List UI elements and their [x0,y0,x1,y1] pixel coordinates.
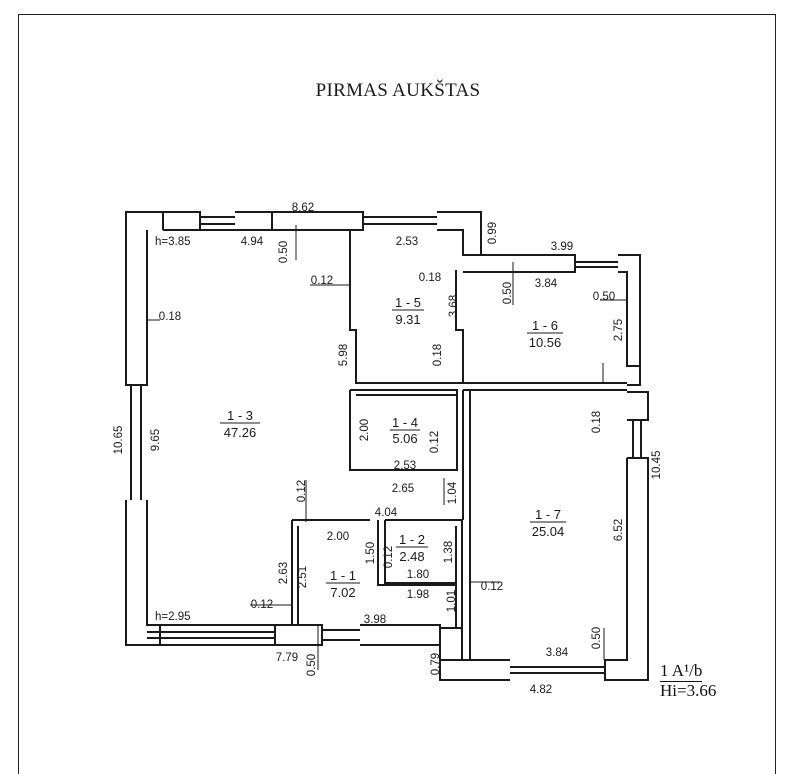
room-1-2: 1 - 2 2.48 [396,532,428,564]
dimension-label: 3.68 [448,295,460,317]
dimension-label: 3.98 [364,614,386,626]
room-area: 7.02 [330,585,355,600]
dimension-label: 2.00 [327,531,349,543]
dimension-label: 0.50 [593,291,615,303]
dimension-label: 4.82 [530,684,552,696]
dimension-label: 1.38 [443,541,455,563]
room-1-7: 1 - 7 25.04 [530,507,566,539]
dimension-label: 0.12 [429,431,441,453]
dimension-label: 0.18 [432,344,444,366]
dimension-lines [147,225,627,670]
dimension-label: 0.50 [306,654,318,676]
dimension-label: 0.12 [296,480,308,502]
room-id: 1 - 1 [330,568,356,583]
dimension-label: 0.50 [502,282,514,304]
dimension-label: 2.00 [359,419,371,441]
dimension-label: 1.04 [447,481,459,504]
room-1-6: 1 - 6 10.56 [527,318,563,350]
room-area: 9.31 [395,312,420,327]
room-area: 10.56 [529,335,562,350]
dimension-label: 10.45 [651,451,663,480]
dimension-label: 0.18 [419,272,441,284]
dimension-label: 2.65 [392,483,414,495]
room-1-3: 1 - 3 47.26 [220,408,260,440]
dimension-label: 6.52 [613,519,625,541]
plan-legend: 1 A¹/b Hi=3.66 [660,662,716,700]
dimension-label: 0.50 [278,241,290,263]
room-1-4: 1 - 4 5.06 [390,415,420,446]
dimension-label: 4.94 [241,236,264,248]
dimension-label: 0.18 [591,411,603,433]
room-area: 25.04 [532,524,565,539]
dimension-labels: 8.62 4.94 0.50 2.53 0.99 3.99 0.12 0.18 … [113,202,663,696]
dimension-label: 5.98 [338,344,350,366]
room-area: 47.26 [224,425,257,440]
dimension-label: 0.12 [311,275,333,287]
dimension-label: 1.50 [365,542,377,564]
dimension-label: 0.12 [383,546,395,568]
dimension-label: 0.12 [481,581,503,593]
dimension-label: 0.79 [430,653,442,675]
legend-line-1: 1 A¹/b [660,661,703,682]
room-id: 1 - 5 [395,295,421,310]
room-id: 1 - 3 [227,408,253,423]
room-id: 1 - 7 [535,507,561,522]
dimension-label: 3.84 [546,647,569,659]
room-id: 1 - 2 [399,532,425,547]
room-id: 1 - 4 [392,415,418,430]
dimension-label: 3.99 [551,241,573,253]
dimension-label: 4.04 [375,507,398,519]
dimension-label: 1.01 [446,590,458,612]
walls [125,211,649,681]
plan-title: PIRMAS AUKŠTAS [315,80,481,101]
dimension-label: 2.75 [613,319,625,341]
dimension-label: 10.65 [113,426,125,455]
dimension-label: 3.84 [535,278,558,290]
dimension-label: 2.63 [278,562,290,584]
dimension-label: 0.50 [591,627,603,649]
dimension-label: 8.62 [292,202,314,214]
dimension-label: 0.12 [251,599,273,611]
dimension-label: 9.65 [150,429,162,451]
dimension-label: 0.18 [159,311,181,323]
dimension-label: 1.98 [407,589,429,601]
height-label: h=2.95 [155,611,191,623]
room-id: 1 - 6 [532,318,558,333]
room-1-1: 1 - 1 7.02 [326,568,360,600]
room-area: 2.48 [399,549,424,564]
dimension-label: 1.80 [407,569,429,581]
sheet-frame [18,14,776,774]
height-label: h=3.85 [155,236,191,248]
dimension-label: 7.79 [276,652,298,664]
room-1-5: 1 - 5 9.31 [392,295,424,327]
dimension-label: 2.51 [297,566,309,588]
legend-line-2: Hi=3.66 [660,681,717,700]
dimension-label: 2.53 [394,460,416,472]
dimension-label: 0.99 [487,222,499,244]
room-area: 5.06 [392,431,417,446]
dimension-label: 2.53 [396,236,418,248]
